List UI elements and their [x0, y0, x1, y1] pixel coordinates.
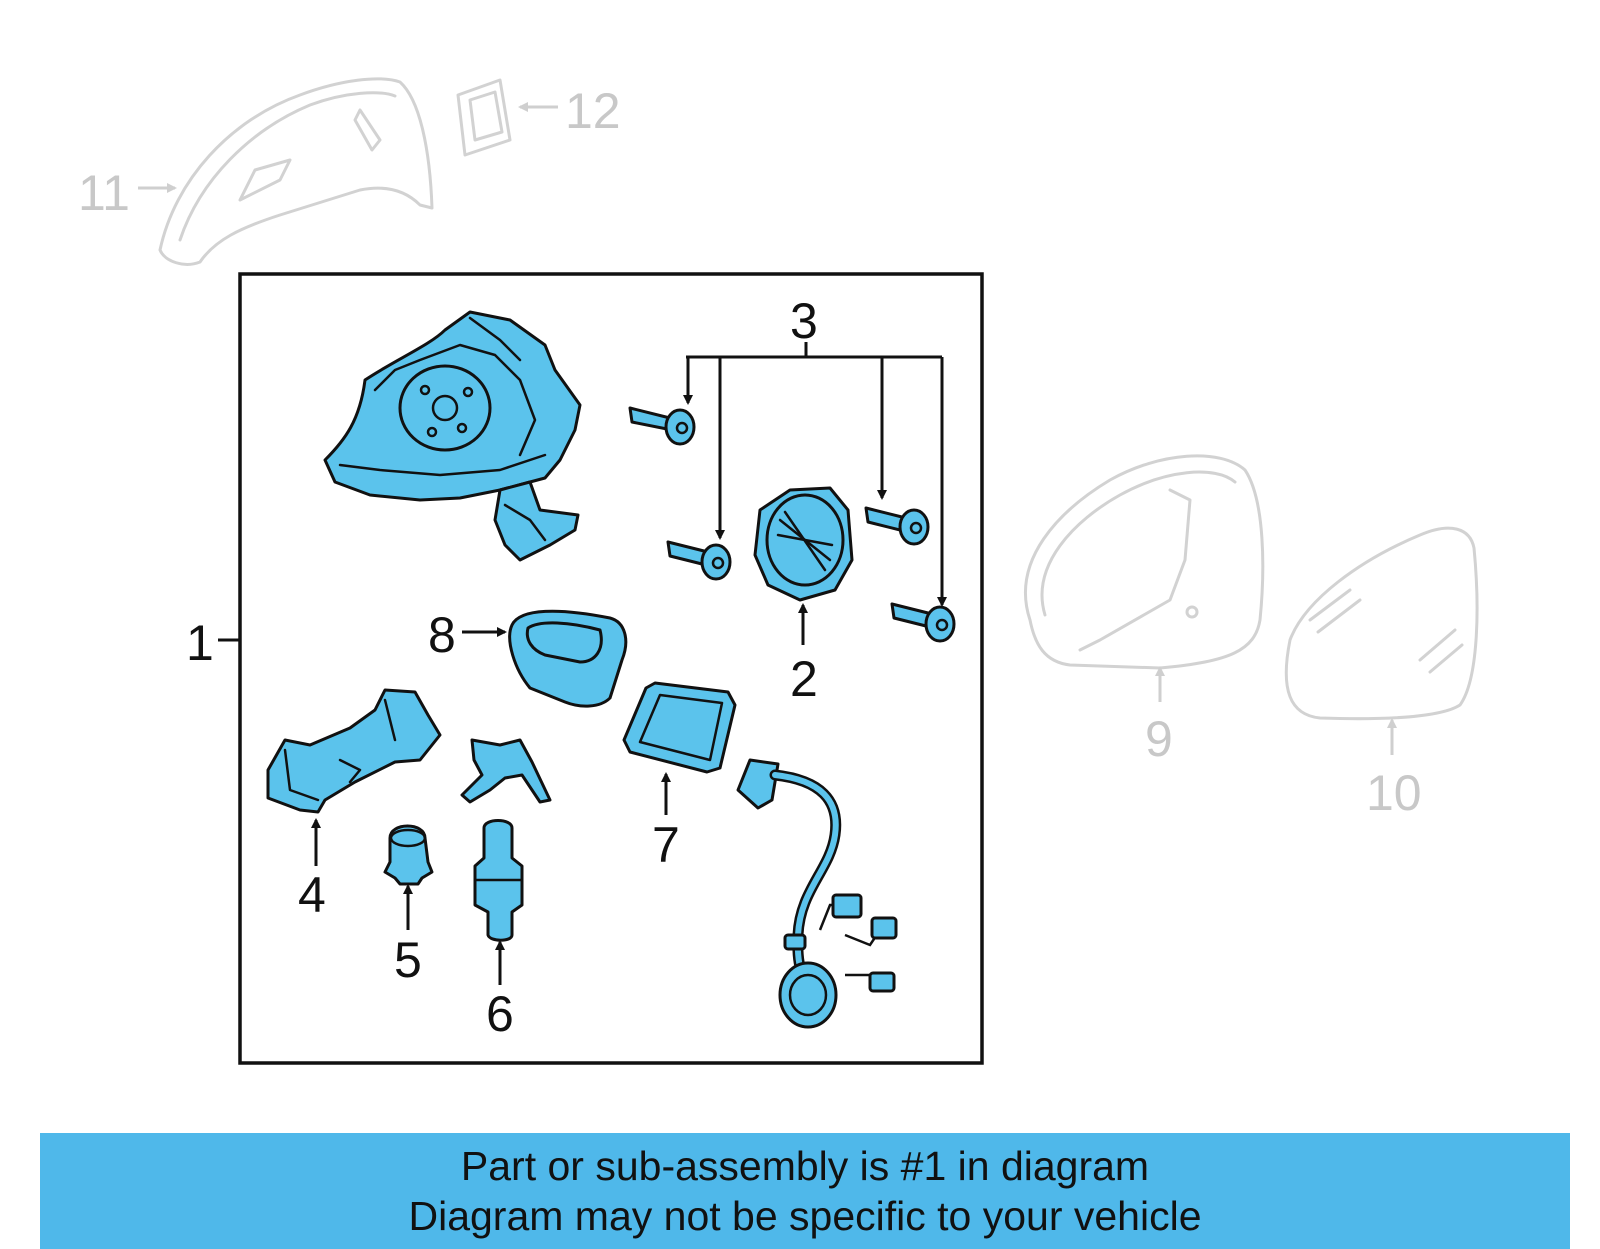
banner-line-1: Part or sub-assembly is #1 in diagram — [460, 1143, 1150, 1189]
part-12-clip — [456, 78, 512, 157]
callout-1: 1 — [186, 615, 214, 671]
mirror-base-housing — [323, 310, 582, 562]
wire-harness — [736, 758, 898, 1029]
bolt-1 — [628, 406, 696, 446]
callout-9: 9 — [1145, 711, 1173, 767]
callout-12: 12 — [565, 83, 621, 139]
part-9-mirror-holder — [1024, 454, 1265, 670]
info-banner: Part or sub-assembly is #1 in diagram Di… — [40, 1133, 1570, 1249]
callout-3-leaders — [683, 342, 947, 607]
part-2-actuator — [753, 486, 854, 602]
assembly-box — [238, 272, 984, 1065]
leader-dim-lines — [138, 102, 1397, 755]
callout-4: 4 — [298, 867, 326, 923]
callout-7: 7 — [652, 817, 680, 873]
bolt-2 — [666, 540, 732, 581]
part-11-mirror-cover — [158, 77, 434, 266]
callout-8: 8 — [428, 607, 456, 663]
banner-line-2: Diagram may not be specific to your vehi… — [408, 1193, 1202, 1239]
callout-2: 2 — [790, 651, 818, 707]
part-5-socket — [383, 824, 434, 886]
callout-10: 10 — [1366, 765, 1422, 821]
part-8-cover — [508, 609, 628, 708]
bolt-4 — [890, 602, 956, 643]
callout-11: 11 — [78, 165, 130, 221]
callout-3: 3 — [790, 293, 818, 349]
part-4-bracket — [266, 688, 442, 814]
bolt-3 — [864, 506, 930, 546]
part-10-mirror-glass — [1284, 526, 1479, 721]
callout-5: 5 — [394, 932, 422, 988]
part-7-pad — [622, 681, 737, 774]
callout-6: 6 — [486, 986, 514, 1042]
part-6-plug — [460, 738, 552, 942]
